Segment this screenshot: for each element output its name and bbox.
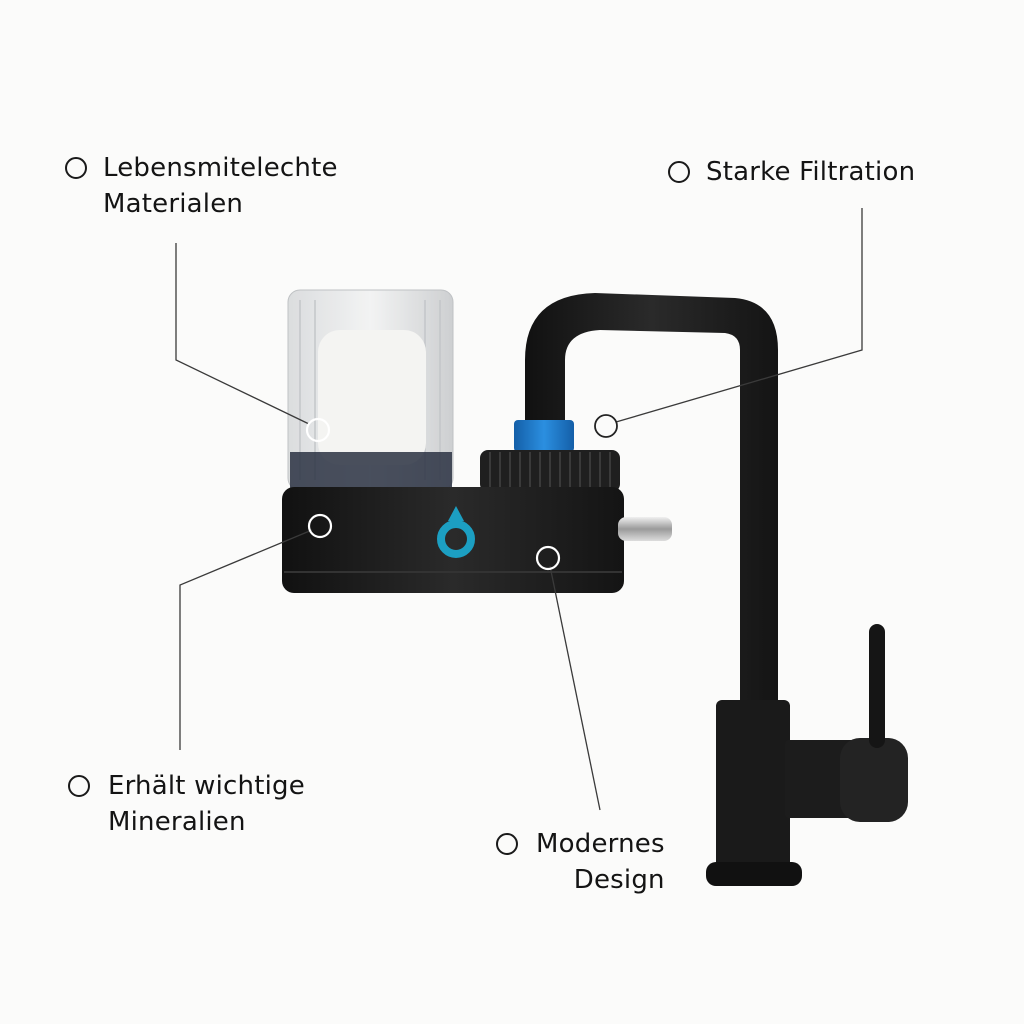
marker-base — [307, 513, 333, 539]
water-drop-logo-icon — [437, 506, 475, 558]
callout-text: Erhält wichtige — [108, 771, 305, 801]
callout-text: Materialen — [103, 189, 244, 219]
callout-text: Lebensmitelechte — [103, 153, 338, 183]
callout-bullet-icon — [65, 157, 87, 179]
callout-bullet-icon — [68, 775, 90, 797]
callout-food-safe: Lebensmitelechte Materialen — [65, 150, 338, 222]
callout-text: Design — [573, 865, 665, 895]
callout-design: Modernes Design — [496, 826, 665, 898]
marker-body — [535, 545, 561, 571]
callout-minerals: Erhält wichtige Mineralien — [68, 768, 305, 840]
filter-unit — [282, 289, 672, 593]
callout-filtration: Starke Filtration — [668, 154, 915, 190]
callout-bullet-icon — [496, 833, 518, 855]
callout-text: Modernes — [536, 829, 665, 859]
callout-bullet-icon — [668, 161, 690, 183]
marker-glass — [305, 417, 331, 443]
marker-spout — [594, 414, 618, 438]
leader-lines — [175, 208, 863, 811]
faucet — [514, 293, 908, 886]
callout-text: Mineralien — [108, 807, 246, 837]
callout-text: Starke Filtration — [706, 157, 916, 187]
